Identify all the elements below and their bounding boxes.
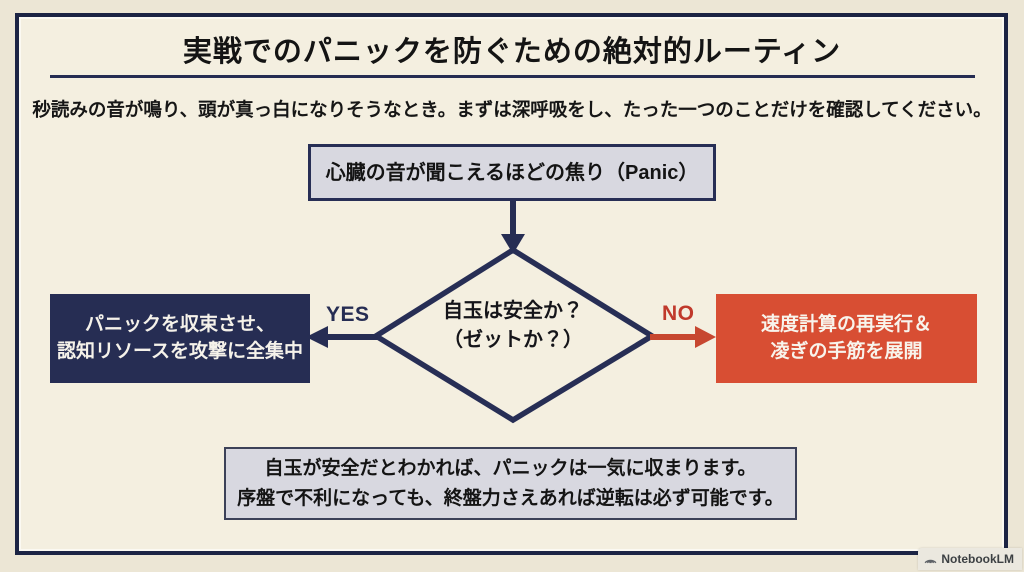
start-box: 心臓の音が聞こえるほどの焦り（Panic） — [308, 144, 716, 201]
summary-note-box: 自玉が安全だとわかれば、パニックは一気に収まります。 序盤で不利になっても、終盤… — [224, 447, 797, 520]
decision-line1: 自玉は安全か？ — [443, 300, 583, 322]
watermark-label: NotebookLM — [941, 552, 1014, 566]
notebooklm-logo-icon — [924, 559, 937, 563]
yes-box-line1: パニックを収束させ、 — [84, 313, 275, 335]
title-underline — [50, 75, 975, 78]
note-line1: 自玉が安全だとわかれば、パニックは一気に収まります。 — [264, 458, 757, 480]
no-branch-label: NO — [662, 302, 695, 325]
start-box-label: 心臓の音が聞こえるほどの焦り（Panic） — [325, 161, 699, 184]
decision-line2: （ゼットか？） — [443, 329, 583, 351]
no-box-line2: 凌ぎの手筋を展開 — [770, 340, 923, 362]
page-title: 実戦でのパニックを防ぐための絶対的ルーティン — [182, 36, 842, 68]
yes-box-line2: 認知リソースを攻撃に全集中 — [56, 340, 304, 362]
notebooklm-watermark: NotebookLM — [918, 548, 1022, 570]
no-outcome-box: 速度計算の再実行＆ 凌ぎの手筋を展開 — [716, 294, 977, 383]
yes-branch-label: YES — [326, 303, 370, 326]
no-box-line1: 速度計算の再実行＆ — [760, 313, 932, 335]
decision-text: 自玉は安全か？ （ゼットか？） — [393, 297, 633, 355]
yes-outcome-box: パニックを収束させ、 認知リソースを攻撃に全集中 — [50, 294, 310, 383]
page-subtitle: 秒読みの音が鳴り、頭が真っ白になりそうなとき。まずは深呼吸をし、たった一つのこと… — [32, 99, 992, 120]
note-line2: 序盤で不利になっても、終盤力さえあれば逆転は必ず可能です。 — [237, 487, 784, 509]
